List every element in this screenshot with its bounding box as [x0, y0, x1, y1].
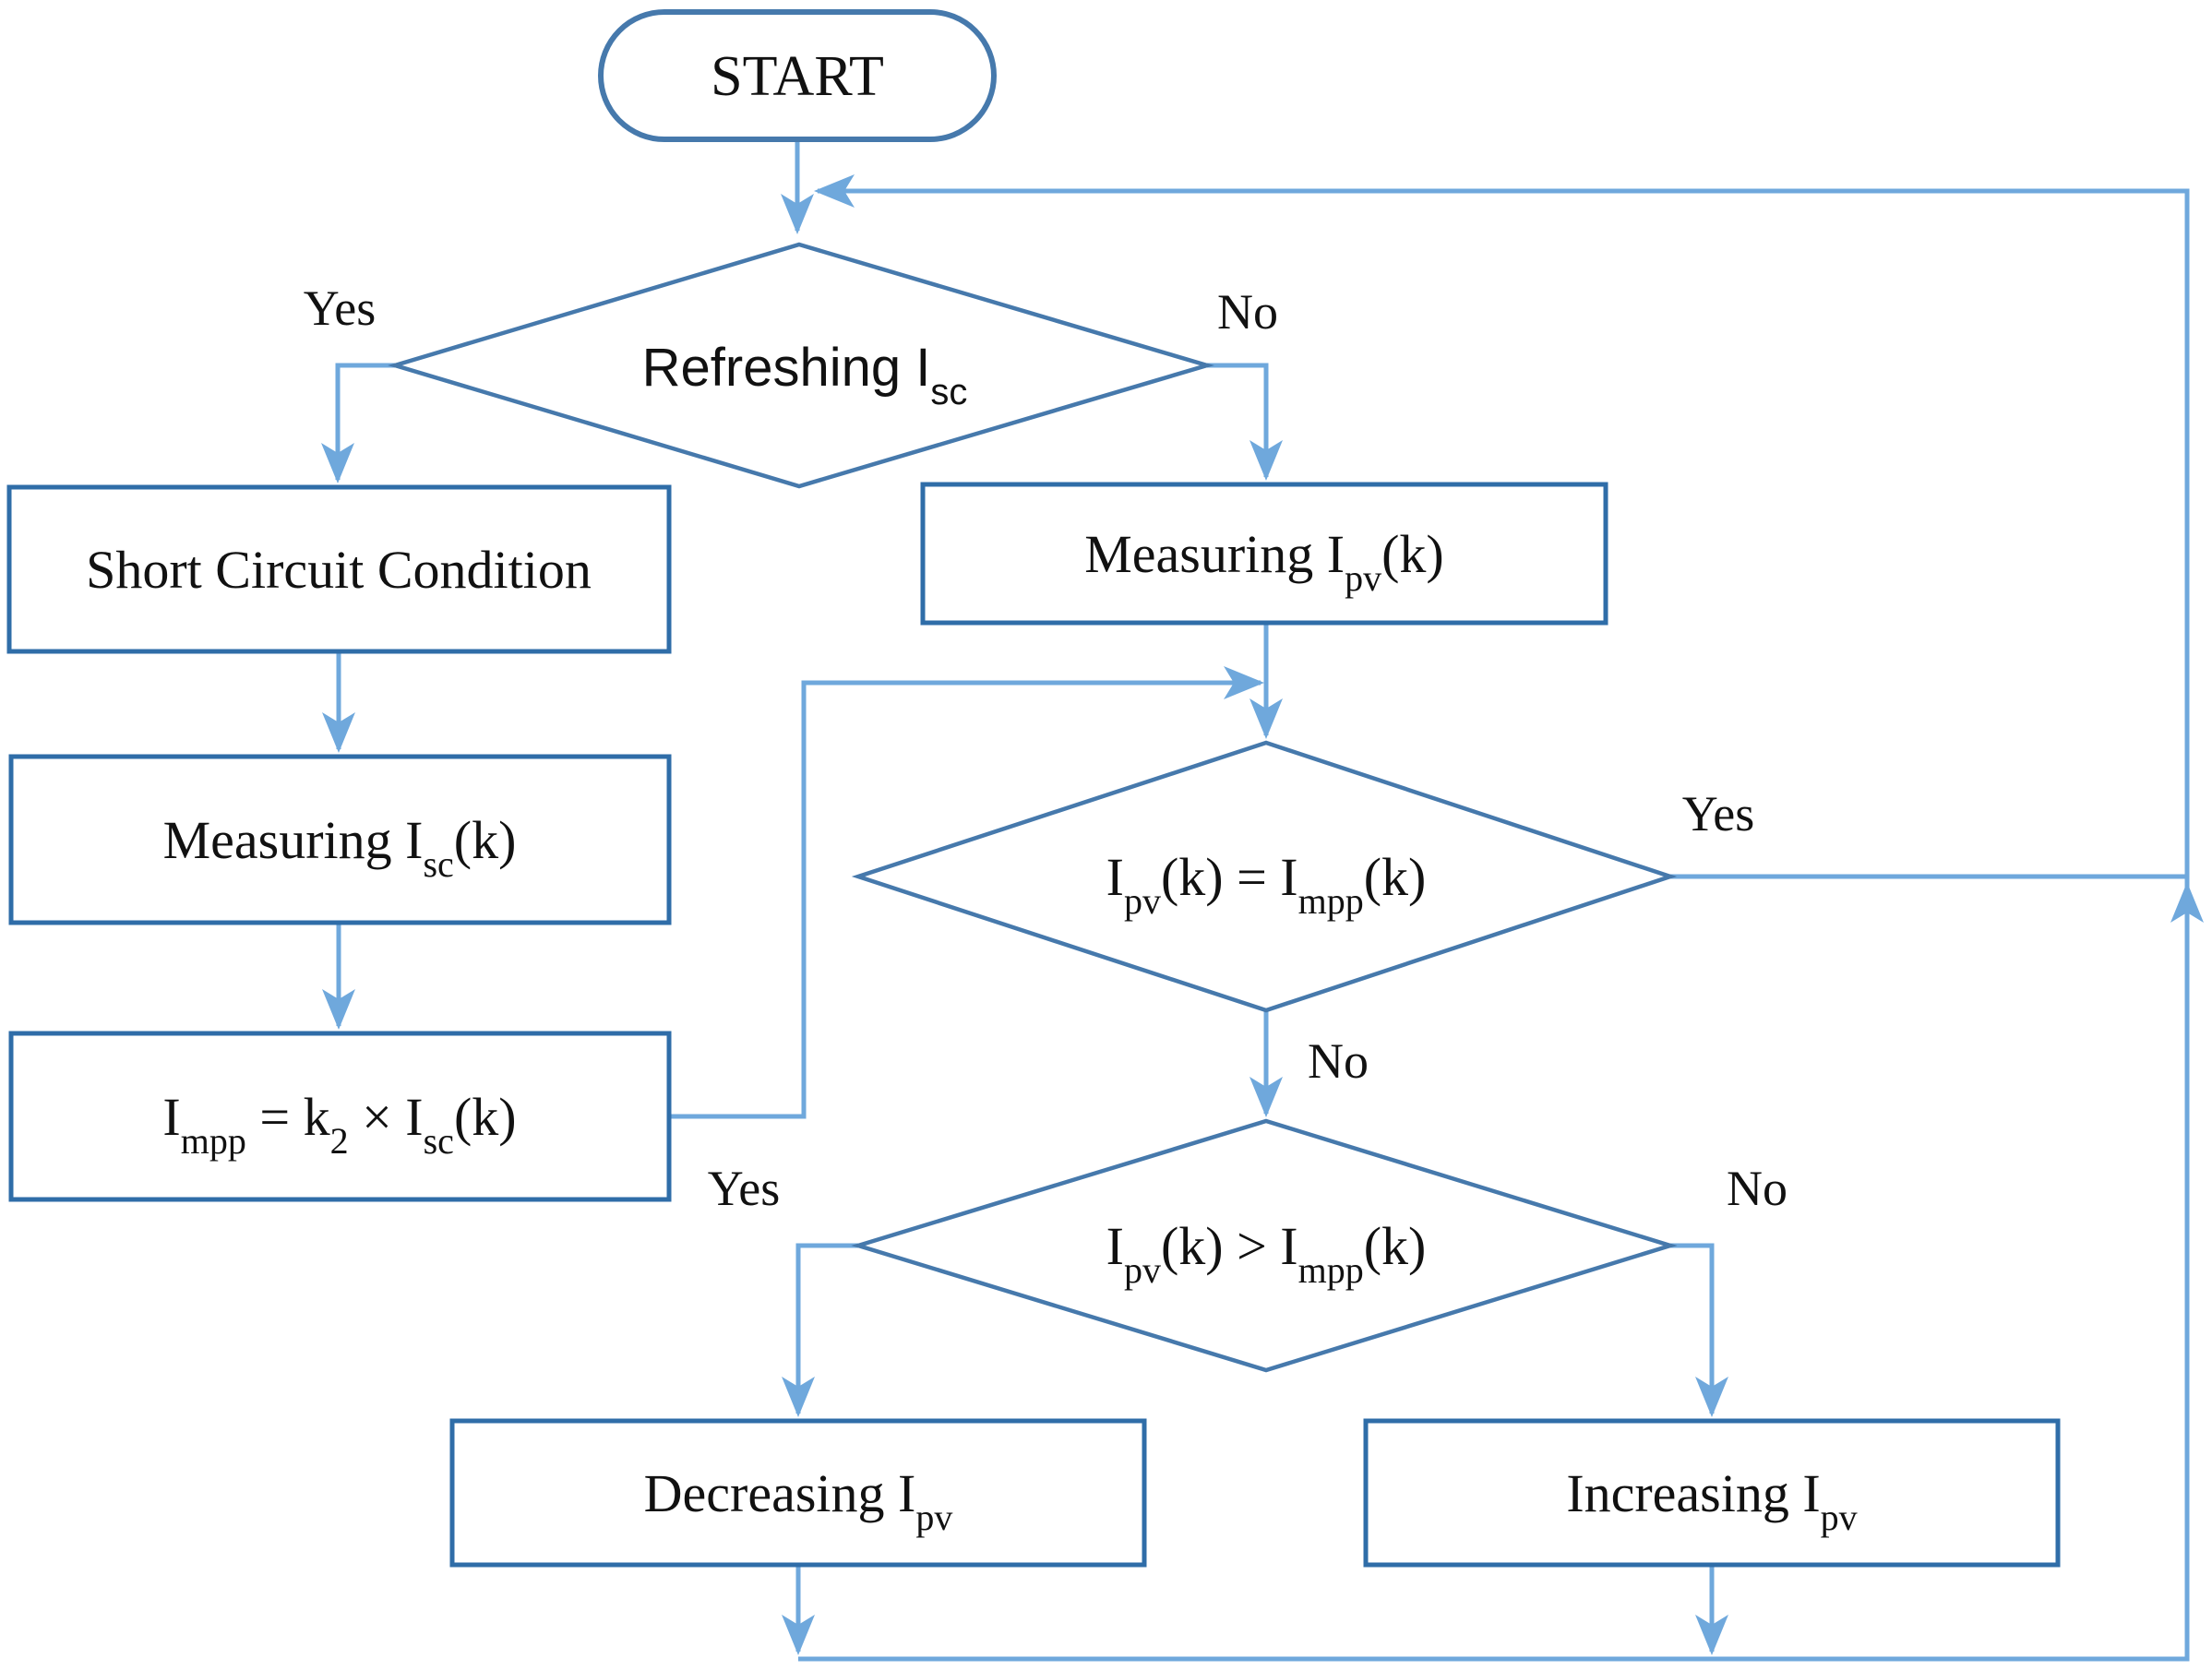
label-measuring-ipv: Measuring Ipv(k) — [1084, 524, 1444, 599]
edge-refreshing-yes-to-short-circuit — [321, 363, 395, 483]
label-refreshing-yes: Yes — [304, 280, 377, 336]
decision-ipv-greater-impp — [851, 1118, 1678, 1373]
label-ipv-greater-impp-no: No — [1727, 1161, 1788, 1216]
label-decreasing-ipv: Decreasing Ipv — [644, 1463, 953, 1538]
label-refreshing-no: No — [1217, 284, 1278, 340]
label-start: START — [711, 45, 884, 108]
label-ipv-equals-impp: Ipv(k) = Impp(k) — [1106, 847, 1427, 922]
process-decreasing-ipv — [449, 1418, 1147, 1568]
label-ipv-equals-impp-yes: Yes — [1682, 786, 1755, 841]
node-start — [598, 9, 997, 142]
label-ipv-greater-impp-yes: Yes — [708, 1161, 781, 1216]
label-refreshing-isc: Refreshing Isc — [642, 338, 968, 412]
edge-refreshing-no-to-measuring-ipv — [1207, 363, 1283, 481]
label-increasing-ipv: Increasing Ipv — [1566, 1463, 1857, 1538]
process-increasing-ipv — [1363, 1418, 2061, 1568]
nodes: START Refreshing Isc Short Circuit Condi… — [6, 9, 2061, 1568]
label-ipv-greater-impp: Ipv(k) > Impp(k) — [1106, 1216, 1427, 1291]
label-measuring-isc: Measuring Isc(k) — [163, 810, 517, 885]
branch-labels: Yes No Yes No Yes No — [304, 280, 1788, 1216]
process-short-circuit-condition — [6, 484, 672, 654]
process-measuring-isc — [8, 754, 672, 925]
process-impp-formula — [8, 1031, 672, 1202]
edge-ipv-greater-impp-no-to-increasing — [1670, 1243, 1728, 1417]
decision-ipv-equals-impp — [851, 740, 1678, 1013]
label-impp-formula: Impp = k2 × Isc(k) — [162, 1087, 516, 1162]
decision-refreshing-isc — [388, 242, 1214, 489]
edge-ipv-greater-impp-yes-to-decreasing — [782, 1243, 858, 1417]
label-short-circuit-condition: Short Circuit Condition — [86, 540, 592, 600]
edge-impp-to-merge-point — [669, 666, 1264, 1119]
process-measuring-ipv — [920, 482, 1608, 626]
edges — [321, 140, 2204, 1662]
label-ipv-equals-impp-no: No — [1308, 1033, 1369, 1089]
